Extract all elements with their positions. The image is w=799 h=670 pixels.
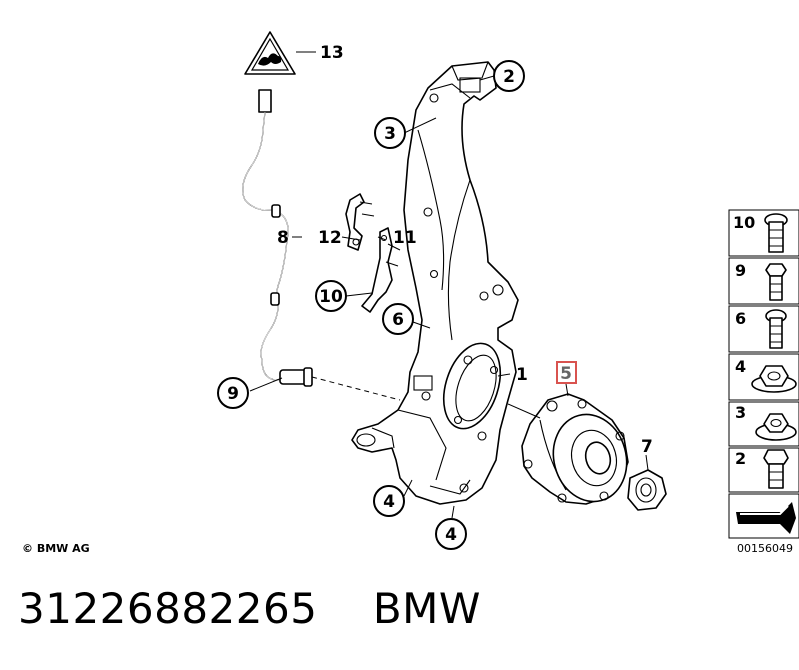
nut-icon <box>755 413 797 441</box>
svg-text:3: 3 <box>384 124 396 144</box>
warning-triangle-icon <box>244 31 296 75</box>
bolt-icon <box>763 449 789 489</box>
fastener-legend: 10 9 6 4 <box>728 209 799 539</box>
callout-11: 11 <box>393 228 417 248</box>
cable-bracket-lower <box>361 227 401 313</box>
callout-10: 10 <box>315 280 347 312</box>
legend-item-6: 6 <box>735 309 787 349</box>
legend-item-3: 3 <box>735 403 797 441</box>
brand-name: BMW <box>372 584 481 633</box>
nut-icon <box>751 365 797 393</box>
svg-text:3: 3 <box>735 403 746 422</box>
callout-3: 3 <box>374 117 406 149</box>
callout-5: 5 <box>556 361 577 384</box>
callout-8: 8 <box>277 228 289 248</box>
callout-9: 9 <box>217 377 249 409</box>
part-number: 31226882265 <box>18 584 318 633</box>
diagram-code: 00156049 <box>737 542 793 555</box>
svg-text:2: 2 <box>503 67 515 87</box>
svg-text:7: 7 <box>641 437 653 457</box>
svg-text:11: 11 <box>393 228 417 248</box>
callout-13: 13 <box>320 43 344 63</box>
callout-4-lower: 4 <box>435 518 467 550</box>
svg-text:2: 2 <box>735 449 746 468</box>
callout-2: 2 <box>493 60 525 92</box>
svg-text:6: 6 <box>735 309 746 328</box>
legend-item-4: 4 <box>735 357 797 393</box>
svg-text:5: 5 <box>560 364 572 384</box>
legend-item-9: 9 <box>735 261 787 301</box>
svg-text:10: 10 <box>733 213 755 232</box>
svg-text:9: 9 <box>735 261 746 280</box>
svg-text:9: 9 <box>227 384 239 404</box>
callout-4-upper: 4 <box>373 485 405 517</box>
svg-text:12: 12 <box>318 228 342 248</box>
callout-7: 7 <box>641 437 653 457</box>
arrow-icon <box>736 502 796 534</box>
svg-text:1: 1 <box>516 365 528 385</box>
svg-text:13: 13 <box>320 43 344 63</box>
callout-12: 12 <box>318 228 342 248</box>
legend-item-2: 2 <box>735 449 789 489</box>
svg-text:8: 8 <box>277 228 289 248</box>
bolt-icon <box>764 213 788 253</box>
svg-text:4: 4 <box>383 492 395 512</box>
part-caption: 31226882265 BMW <box>18 584 481 633</box>
bolt-icon <box>765 263 787 301</box>
svg-text:10: 10 <box>319 287 343 307</box>
svg-text:4: 4 <box>735 357 746 376</box>
wheel-hub-bearing <box>521 393 629 505</box>
screw-icon <box>765 309 787 349</box>
cable-bracket-upper <box>345 193 375 251</box>
steering-knuckle <box>351 61 519 505</box>
svg-text:6: 6 <box>392 310 404 330</box>
callout-6: 6 <box>382 303 414 335</box>
callout-1: 1 <box>516 365 528 385</box>
svg-text:4: 4 <box>445 525 457 545</box>
copyright-text: © BMW AG <box>22 542 90 555</box>
legend-item-10: 10 <box>733 213 788 253</box>
sensor-cable <box>242 89 313 387</box>
collar-nut <box>627 469 667 511</box>
